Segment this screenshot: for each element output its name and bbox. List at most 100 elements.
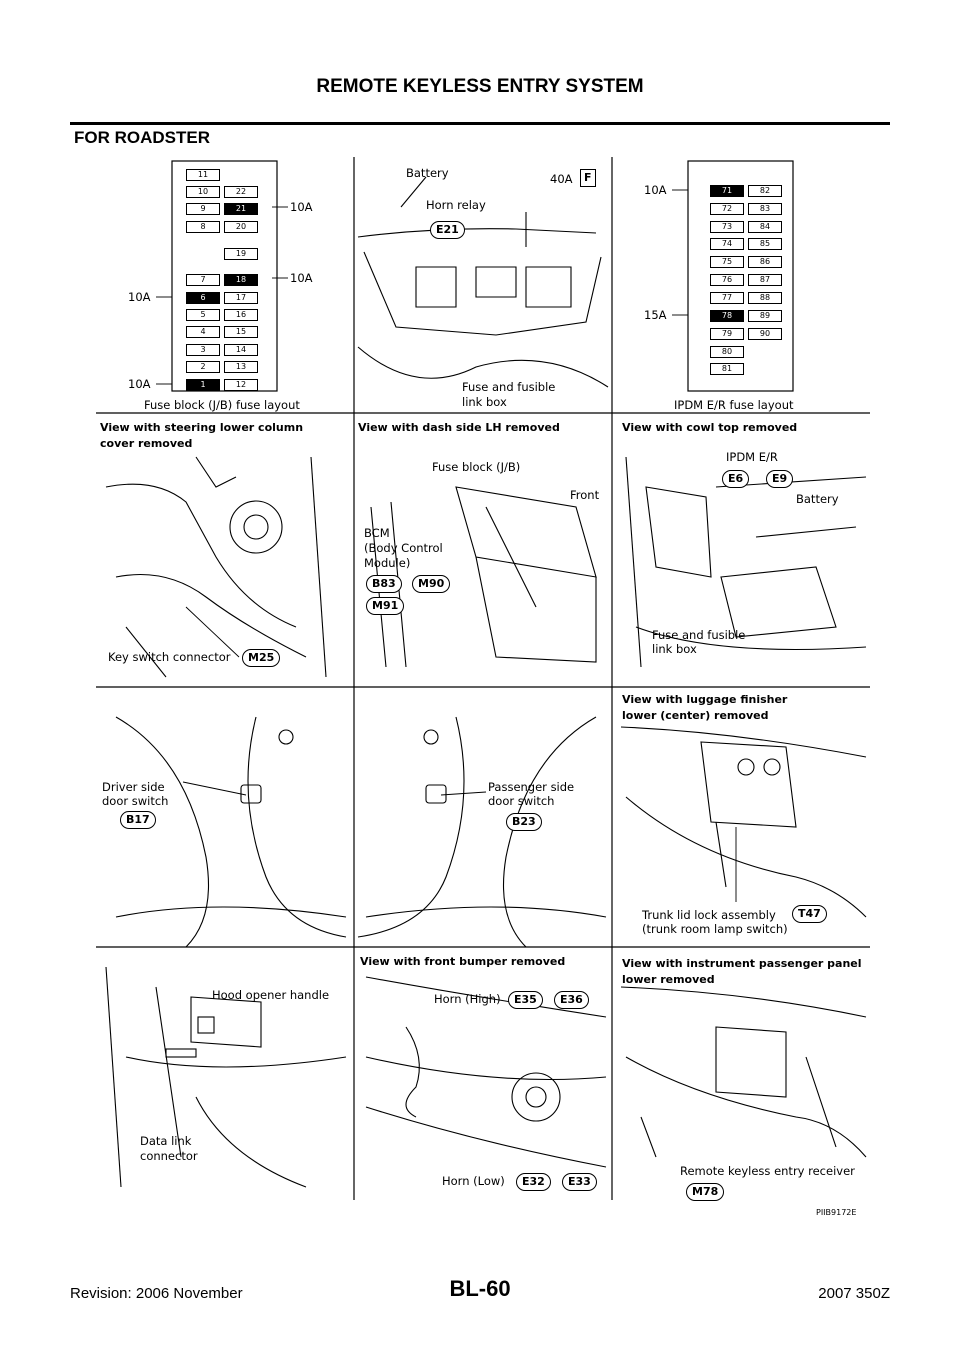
front-label: Front [570, 488, 600, 502]
connector-t47: T47 [792, 905, 827, 923]
ipdm-fuse: 84 [748, 221, 782, 233]
fusible-label: Fuse and fusible [652, 628, 746, 642]
ipdm-fuse: 81 [710, 363, 744, 375]
ipdm-fuse: 83 [748, 203, 782, 215]
connector-b17: B17 [120, 811, 156, 829]
connector-e32: E32 [516, 1173, 551, 1191]
jb-fuse: 18 [224, 274, 258, 286]
cowl-title: View with cowl top removed [622, 421, 798, 434]
jb-fuse: 5 [186, 309, 220, 321]
fuse-flag-icon: F [580, 169, 596, 187]
fusible-label: link box [462, 395, 507, 409]
connector-e35: E35 [508, 991, 543, 1009]
jb-fuse: 9 [186, 203, 220, 215]
jb-fuse: 14 [224, 344, 258, 356]
ipdm-fuse: 79 [710, 328, 744, 340]
luggage-title: View with luggage finisher [622, 693, 788, 706]
jb-fuse: 6 [186, 292, 220, 304]
illustration-grid: 11 10 9 8 7 6 5 4 3 2 1 22 21 20 19 18 1… [96, 157, 870, 1201]
ipdm-caption: IPDM E/R fuse layout [674, 398, 794, 412]
ipdm-fuse: 73 [710, 221, 744, 233]
key-switch-label: Key switch connector [108, 650, 231, 664]
jb-fuse: 2 [186, 361, 220, 373]
amp-label: 40A [550, 172, 573, 186]
jb-fuse: 4 [186, 326, 220, 338]
jb-fuse: 7 [186, 274, 220, 286]
jb-fuse: 1 [186, 379, 220, 391]
jb-fuse: 8 [186, 221, 220, 233]
dash-title: View with dash side LH removed [358, 421, 560, 434]
driver-door-label: door switch [102, 794, 169, 808]
jb-fuse: 10 [186, 186, 220, 198]
ipdm-fuse: 75 [710, 256, 744, 268]
instrument-title: lower removed [622, 973, 715, 986]
grid-lines [96, 157, 870, 1200]
connector-m25: M25 [242, 649, 281, 667]
connector-e6: E6 [722, 470, 750, 488]
ipdm-fuse: 71 [710, 185, 744, 197]
bumper-title: View with front bumper removed [360, 955, 566, 968]
luggage-title: lower (center) removed [622, 709, 769, 722]
ipdm-fuse: 85 [748, 238, 782, 250]
ipdm-fuse: 74 [710, 238, 744, 250]
battery-label: Battery [406, 166, 449, 180]
bcm-label: BCM [364, 526, 390, 540]
footer-revision: Revision: 2006 November [70, 1285, 243, 1302]
fusible-label: Fuse and fusible [462, 380, 556, 394]
horn-low-label: Horn (Low) [442, 1174, 505, 1188]
jb-fuse: 17 [224, 292, 258, 304]
trunk-lock-label: (trunk room lamp switch) [642, 922, 788, 936]
jb-callout: 10A [290, 271, 313, 285]
jb-fuse: 3 [186, 344, 220, 356]
figure-reference: PIIB9172E [816, 1208, 857, 1217]
driver-door-label: Driver side [102, 780, 165, 794]
hood-opener-label: Hood opener handle [212, 988, 330, 1002]
connector-b23: B23 [506, 813, 542, 831]
jb-fuse: 19 [224, 248, 258, 260]
connector-m78: M78 [686, 1183, 725, 1201]
ipdm-fuse: 86 [748, 256, 782, 268]
section-heading: FOR ROADSTER [74, 128, 210, 147]
passenger-door-label: door switch [488, 794, 555, 808]
jb-callout: 10A [128, 290, 151, 304]
fuse-block-label: Fuse block (J/B) [432, 460, 521, 474]
dlc-label: Data link [140, 1134, 192, 1148]
horn-relay-label: Horn relay [426, 198, 486, 212]
dlc-label: connector [140, 1149, 198, 1163]
connector-e36: E36 [554, 991, 589, 1009]
ipdm-fuse: 87 [748, 274, 782, 286]
ipdm-fuse: 88 [748, 292, 782, 304]
battery-label: Battery [796, 492, 839, 506]
ipdm-fuse: 76 [710, 274, 744, 286]
ipdm-fuse: 82 [748, 185, 782, 197]
passenger-door-label: Passenger side [488, 780, 575, 794]
ipdm-label: IPDM E/R [726, 450, 778, 464]
steering-title: cover removed [100, 437, 193, 450]
instrument-title: View with instrument passenger panel [622, 957, 862, 970]
jb-fuse: 21 [224, 203, 258, 215]
ipdm-fuse: 77 [710, 292, 744, 304]
connector-m90: M90 [412, 575, 451, 593]
ipdm-fuse: 90 [748, 328, 782, 340]
ipdm-fuse: 89 [748, 310, 782, 322]
ipdm-callout: 15A [644, 308, 667, 322]
ipdm-fuse: 80 [710, 346, 744, 358]
jb-fuse: 16 [224, 309, 258, 321]
connector-m91: M91 [366, 597, 405, 615]
jb-fuse: 13 [224, 361, 258, 373]
jb-fuse: 20 [224, 221, 258, 233]
ipdm-fuse: 72 [710, 203, 744, 215]
jb-callout: 10A [128, 377, 151, 391]
jb-fuse: 12 [224, 379, 258, 391]
jb-fuse: 11 [186, 169, 220, 181]
ipdm-callout: 10A [644, 183, 667, 197]
jb-caption: Fuse block (J/B) fuse layout [144, 398, 300, 412]
connector-e9: E9 [766, 470, 794, 488]
trunk-lock-label: Trunk lid lock assembly [642, 908, 776, 922]
fusible-label: link box [652, 642, 697, 656]
page-number: BL-60 [449, 1276, 511, 1301]
horn-high-label: Horn (High) [434, 992, 501, 1006]
connector-e21: E21 [430, 221, 465, 239]
ipdm-fuse: 78 [710, 310, 744, 322]
jb-callout: 10A [290, 200, 313, 214]
